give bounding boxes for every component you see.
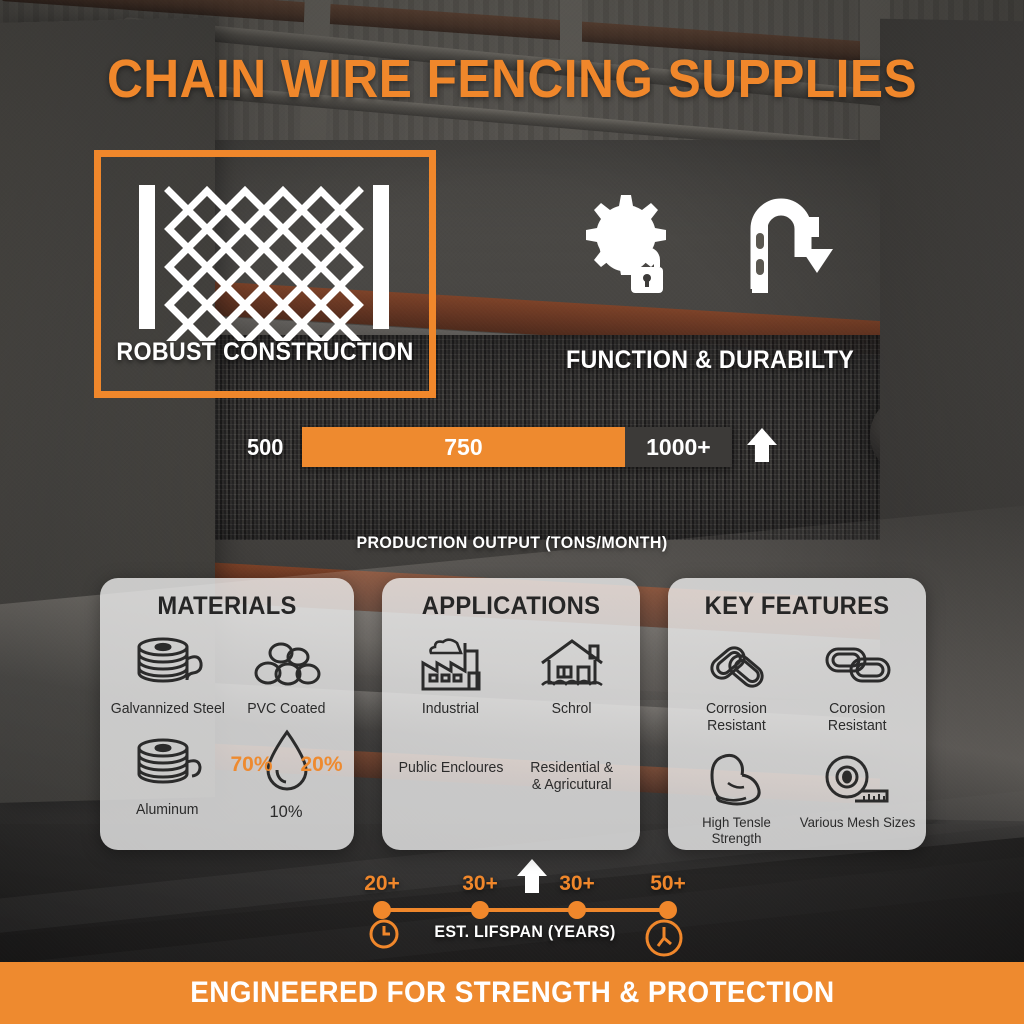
- clock-icon: [368, 918, 400, 955]
- material-label: Aluminum: [136, 802, 199, 819]
- production-caption: PRODUCTION OUTPUT (TONS/MONTH): [356, 533, 668, 552]
- broken-chain-icon: [700, 633, 774, 695]
- timeline-dot: [659, 901, 677, 919]
- timeline-label-4: 50+: [650, 872, 686, 895]
- timeline-caption: EST. LIFSPAN (YEARS): [434, 922, 616, 941]
- gear-with-lock-icon: [569, 189, 681, 306]
- factory-icon: [413, 633, 489, 695]
- feature-item-various-mesh-sizes: Various Mesh Sizes: [797, 749, 918, 847]
- timeline-label-2: 30+: [462, 872, 498, 895]
- card-applications: APPLICATIONS: [382, 578, 640, 850]
- moisture-left-percent: 70%: [230, 753, 273, 777]
- feature-label: Various Mesh Sizes: [799, 815, 916, 831]
- timeline-dot: [568, 901, 586, 919]
- cards-row: MATERIALS: [100, 578, 926, 850]
- chain-link-fence-icon: [129, 181, 413, 348]
- card-key-features: KEY FEATURES: [668, 578, 926, 850]
- feature-item-high-tensile-strength: High Tensle Strength: [676, 749, 797, 847]
- card-applications-title: APPLICATIONS: [421, 592, 601, 620]
- feature-label: Corosion Resistant: [828, 701, 887, 735]
- feature-label: Corrosion Resistant: [706, 701, 767, 735]
- pebbles-icon: [250, 633, 324, 695]
- production-min-label: 500: [246, 433, 284, 460]
- moisture-bottom-percent: 10%: [269, 802, 304, 822]
- application-item-residential-agricultural: Residential & & Agricutural: [511, 754, 632, 794]
- material-item-galvanized-steel: Galvannized Steel: [108, 633, 227, 718]
- material-moisture-breakdown: 70% 20% 10%: [227, 729, 346, 822]
- production-output-widget: 500 750 1000+: [0, 425, 1024, 893]
- production-bar: 750 1000+: [302, 427, 733, 467]
- material-item-pvc-coated: PVC Coated: [227, 633, 346, 718]
- hero-panel-robust-construction: ROBUST CONSTRUCTION: [94, 150, 436, 398]
- timeline-dot: [373, 901, 391, 919]
- application-label: Public Encloures: [398, 760, 503, 777]
- lifespan-timeline: 20+ 30+ 30+ 50+: [364, 872, 686, 957]
- application-label: Residential & & Agricutural: [530, 760, 613, 794]
- application-item-industrial: Industrial: [390, 633, 511, 718]
- card-materials-title: MATERIALS: [157, 592, 297, 620]
- tape-measure-icon: [821, 749, 895, 811]
- flexed-bicep-icon: [700, 749, 774, 811]
- application-item-public-enclosures: Public Encloures: [390, 754, 511, 794]
- page-title: CHAIN WIRE FENCING SUPPLIES: [106, 49, 918, 109]
- feature-label: High Tensle Strength: [702, 815, 771, 847]
- timeline-label-3: 30+: [559, 872, 595, 895]
- material-label: PVC Coated: [247, 701, 326, 717]
- feature-item-corrosion-resistant-1: Corrosion Resistant: [676, 633, 797, 735]
- production-bar-fill: 750: [302, 427, 625, 467]
- timeline-track: [382, 908, 668, 912]
- hero-right-label: FUNCTION & DURABILTY: [565, 346, 855, 374]
- feature-item-corrosion-resistant-2: Corosion Resistant: [797, 633, 918, 735]
- material-label: Galvannized Steel: [110, 701, 225, 717]
- timeline-dot: [471, 901, 489, 919]
- wire-coil-icon: [131, 734, 205, 796]
- timeline-label-1: 20+: [364, 872, 400, 895]
- footer-banner: ENGINEERED FOR STRENGTH & PROTECTION: [0, 962, 1024, 1024]
- material-item-aluminum: Aluminum: [108, 734, 227, 822]
- hero-left-label: ROBUST CONSTRUCTION: [116, 338, 414, 366]
- application-label: Industrial: [421, 701, 480, 717]
- application-label: Schrol: [551, 701, 592, 717]
- production-bar-rest: 1000+: [624, 427, 733, 467]
- application-item-school: Schrol: [511, 633, 632, 718]
- card-materials: MATERIALS: [100, 578, 354, 850]
- production-end-arrow-up-icon: [746, 427, 778, 467]
- production-marker-arrow-up-icon: [516, 859, 548, 898]
- moisture-right-percent: 20%: [300, 753, 343, 777]
- house-icon: [534, 633, 610, 695]
- water-droplet-icon: [262, 728, 312, 799]
- chain-link-icon: [821, 633, 895, 695]
- footer-text: ENGINEERED FOR STRENGTH & PROTECTION: [189, 976, 835, 1009]
- hero-panel-function-durability: FUNCTION & DURABILTY: [520, 185, 900, 375]
- clock-icon: [644, 918, 684, 963]
- card-key-features-title: KEY FEATURES: [704, 592, 890, 620]
- wire-coil-icon: [131, 633, 205, 695]
- hook-arrow-icon: [739, 189, 851, 306]
